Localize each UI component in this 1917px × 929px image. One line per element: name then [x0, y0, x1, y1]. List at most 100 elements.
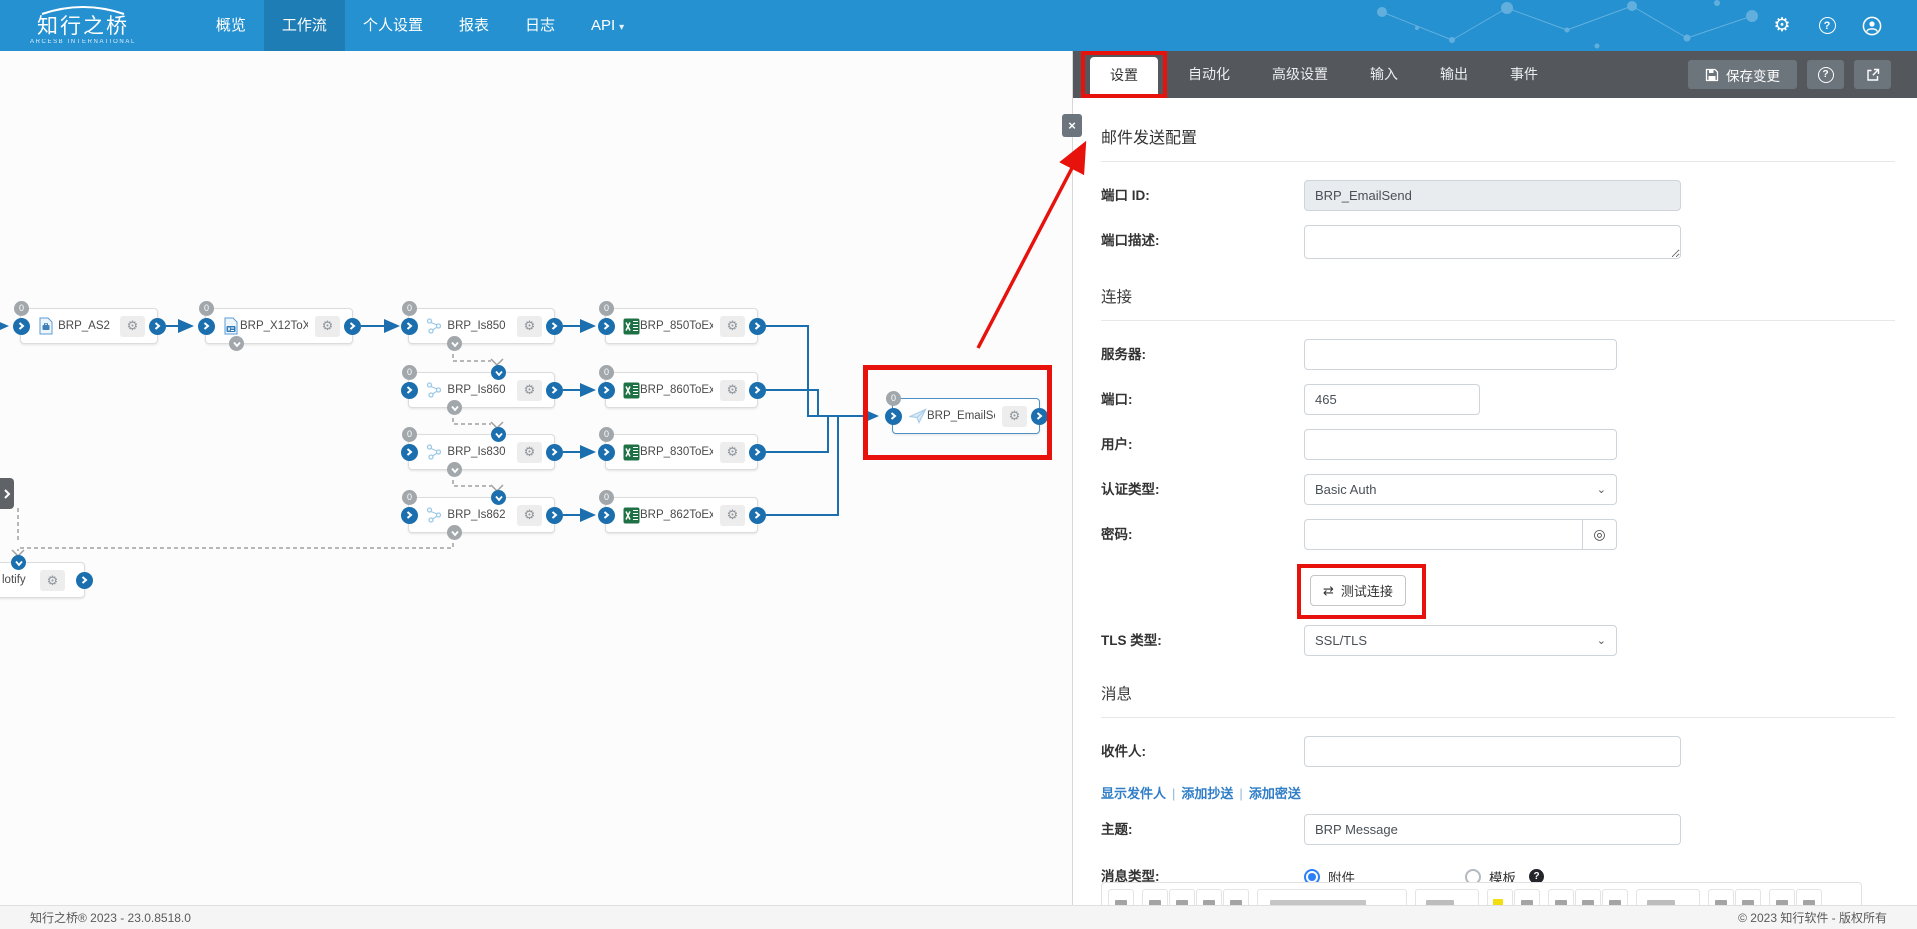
chevron-down-badge[interactable] [447, 462, 462, 477]
workflow-node-x12toxml[interactable]: 0 BRP_X12ToXML ⚙ [197, 301, 361, 351]
test-connection-button[interactable]: ⇄ 测试连接 [1310, 575, 1406, 606]
chevron-down-badge[interactable] [491, 365, 506, 380]
editor-toolbar-button[interactable] [1636, 889, 1700, 905]
node-output-port[interactable] [148, 317, 166, 335]
tab-advanced-settings[interactable]: 高级设置 [1272, 66, 1328, 82]
save-changes-button[interactable]: 保存变更 [1688, 60, 1797, 89]
node-settings-button[interactable]: ⚙ [517, 441, 542, 463]
node-settings-button[interactable]: ⚙ [517, 379, 542, 401]
workflow-node-862toexcel[interactable]: 0 BRP_862ToExcel ⚙ [597, 490, 766, 533]
workflow-node-emailsend[interactable]: 0 BRP_EmailSend ⚙ [884, 391, 1048, 434]
node-input-port[interactable] [597, 317, 615, 335]
workflow-node-as2[interactable]: 0 BRP_AS2 ⚙ [12, 301, 166, 344]
editor-color-button[interactable] [1487, 889, 1513, 905]
subject-input[interactable] [1304, 814, 1681, 845]
editor-toolbar-button[interactable] [1548, 889, 1574, 905]
node-settings-button[interactable]: ⚙ [315, 315, 340, 337]
node-settings-button[interactable]: ⚙ [720, 441, 745, 463]
expand-panel-handle[interactable] [0, 478, 14, 509]
chevron-down-badge[interactable] [491, 490, 506, 505]
chevron-down-badge[interactable] [491, 427, 506, 442]
node-input-port[interactable] [197, 317, 215, 335]
add-cc-link[interactable]: 添加抄送 [1181, 786, 1234, 801]
node-output-port[interactable] [545, 317, 563, 335]
node-input-port[interactable] [400, 317, 418, 335]
node-output-port[interactable] [748, 506, 766, 524]
gear-icon[interactable]: ⚙ [1773, 15, 1791, 36]
workflow-node-830toexcel[interactable]: 0 BRP_830ToExcel ⚙ [597, 427, 766, 470]
workflow-node-860toexcel[interactable]: 0 BRP_860ToExcel ⚙ [597, 365, 766, 408]
workflow-node-is850[interactable]: 0 BRP_Is850 ⚙ [400, 301, 563, 351]
node-output-port[interactable] [545, 506, 563, 524]
password-input[interactable] [1304, 519, 1583, 550]
node-output-port[interactable] [545, 443, 563, 461]
panel-help-button[interactable]: ? [1807, 60, 1844, 89]
nav-item-reports[interactable]: 报表 [458, 17, 489, 34]
add-bcc-link[interactable]: 添加密送 [1248, 786, 1301, 801]
server-input[interactable] [1304, 339, 1617, 370]
node-input-port[interactable] [597, 443, 615, 461]
editor-toolbar-button[interactable] [1575, 889, 1601, 905]
editor-toolbar-button[interactable] [1735, 889, 1761, 905]
node-settings-button[interactable]: ⚙ [120, 315, 145, 337]
editor-fontsize-dropdown[interactable] [1415, 889, 1479, 905]
node-settings-button[interactable]: ⚙ [1002, 405, 1027, 427]
help-icon[interactable]: ? [1529, 869, 1544, 884]
node-output-port[interactable] [1030, 407, 1048, 425]
node-settings-button[interactable]: ⚙ [720, 379, 745, 401]
nav-item-logs[interactable]: 日志 [524, 17, 555, 34]
nav-item-api[interactable]: API▾ [590, 17, 625, 34]
node-input-port[interactable] [597, 506, 615, 524]
editor-toolbar-button[interactable] [1769, 889, 1795, 905]
node-input-port[interactable] [400, 381, 418, 399]
editor-toolbar-button[interactable] [1708, 889, 1734, 905]
editor-toolbar-button[interactable] [1223, 889, 1249, 905]
help-icon[interactable]: ? [1816, 15, 1838, 37]
user-account-icon[interactable] [1861, 15, 1883, 37]
node-settings-button[interactable]: ⚙ [720, 504, 745, 526]
editor-toolbar-button[interactable] [1796, 889, 1822, 905]
workflow-node-is830[interactable]: 0 BRP_Is830 ⚙ [400, 427, 563, 477]
workflow-node-notify-partial[interactable]: lotify ⚙ [0, 555, 93, 598]
editor-font-dropdown[interactable] [1257, 889, 1407, 905]
port-description-textarea[interactable] [1304, 225, 1681, 259]
node-input-port[interactable] [400, 506, 418, 524]
port-number-input[interactable] [1304, 384, 1480, 415]
tab-events[interactable]: 事件 [1510, 66, 1538, 82]
node-output-port[interactable] [748, 381, 766, 399]
node-output-port[interactable] [545, 381, 563, 399]
chevron-down-badge[interactable] [447, 400, 462, 415]
radio-template[interactable]: 模板 ? [1465, 867, 1544, 887]
tab-input[interactable]: 输入 [1370, 66, 1398, 82]
tab-settings[interactable]: 设置 [1090, 57, 1158, 94]
workflow-node-850toexcel[interactable]: 0 BRP_850ToExcel ⚙ [597, 301, 766, 344]
close-panel-button[interactable]: × [1062, 114, 1082, 137]
chevron-down-badge[interactable] [447, 336, 462, 351]
port-id-input[interactable] [1304, 180, 1681, 211]
node-output-port[interactable] [75, 571, 93, 589]
editor-toolbar-button[interactable] [1142, 889, 1168, 905]
node-input-port[interactable] [884, 407, 902, 425]
node-output-port[interactable] [343, 317, 361, 335]
nav-item-overview[interactable]: 概览 [215, 17, 246, 34]
nav-item-profile[interactable]: 个人设置 [362, 17, 423, 34]
editor-toolbar-button[interactable] [1108, 889, 1134, 905]
node-output-port[interactable] [748, 317, 766, 335]
auth-type-select[interactable]: Basic Auth ⌄ [1304, 474, 1617, 505]
node-settings-button[interactable]: ⚙ [517, 315, 542, 337]
node-settings-button[interactable]: ⚙ [40, 570, 65, 591]
open-in-new-window-button[interactable] [1854, 60, 1891, 89]
show-sender-link[interactable]: 显示发件人 [1101, 786, 1167, 801]
node-input-port[interactable] [597, 381, 615, 399]
chevron-down-badge[interactable] [11, 555, 26, 570]
workflow-canvas[interactable]: 0 BRP_AS2 ⚙ 0 BRP_X12ToXML ⚙ 0 BRP_Is850… [0, 51, 1072, 905]
editor-toolbar-button[interactable] [1196, 889, 1222, 905]
node-input-port[interactable] [12, 317, 30, 335]
node-output-port[interactable] [748, 443, 766, 461]
node-settings-button[interactable]: ⚙ [517, 504, 542, 526]
recipient-input[interactable] [1304, 736, 1681, 767]
editor-toolbar-button[interactable] [1169, 889, 1195, 905]
tls-type-select[interactable]: SSL/TLS ⌄ [1304, 625, 1617, 656]
tab-automation[interactable]: 自动化 [1188, 66, 1230, 82]
app-logo[interactable]: 知行之桥 ARCESB INTERNATIONAL [30, 6, 136, 45]
